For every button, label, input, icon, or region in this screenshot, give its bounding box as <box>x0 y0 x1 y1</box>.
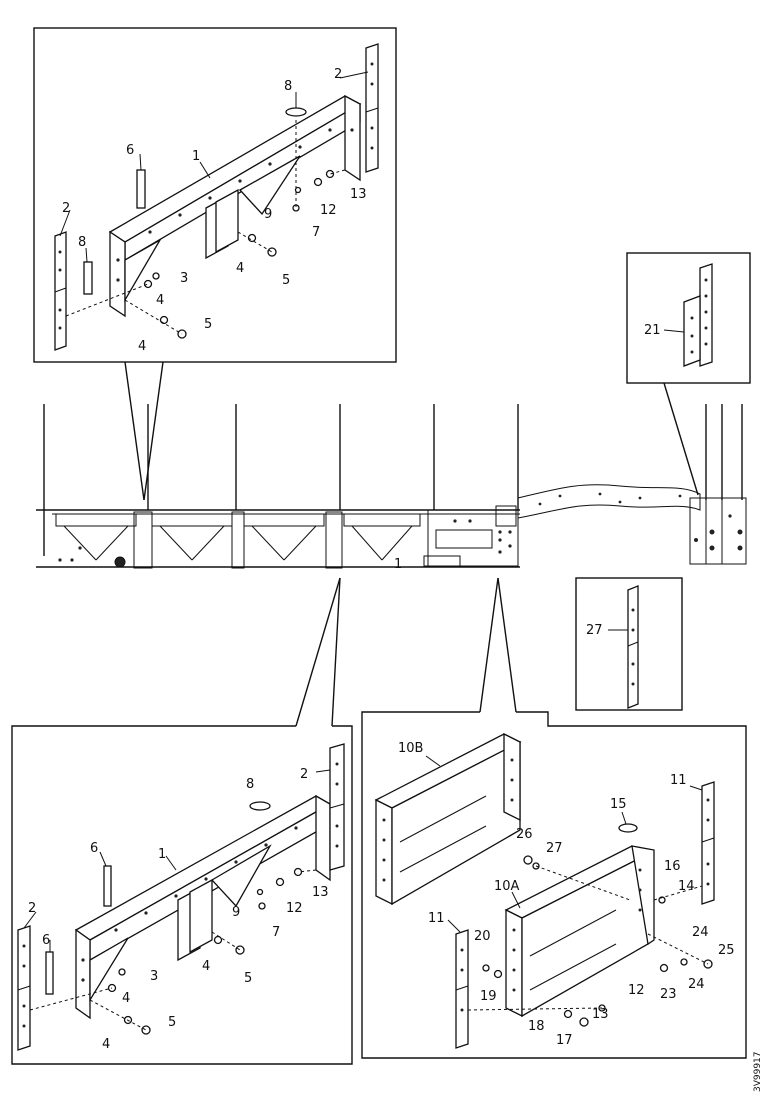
callout-5: 5 <box>244 971 252 986</box>
detail-frame-mid-right: 27 <box>575 577 683 711</box>
callout-4: 4 <box>202 959 210 974</box>
callout-21: 21 <box>644 323 661 338</box>
callout-4: 4 <box>102 1037 110 1052</box>
callout-12: 12 <box>286 901 303 916</box>
callout-17: 17 <box>556 1033 573 1048</box>
callout-12: 12 <box>628 983 645 998</box>
callout-5: 5 <box>282 273 290 288</box>
callout-6: 6 <box>126 143 134 158</box>
callout-20: 20 <box>474 929 491 944</box>
callout-4: 4 <box>138 339 146 354</box>
callout-3: 3 <box>180 271 188 286</box>
callout-8: 8 <box>246 777 254 792</box>
callout-2: 2 <box>62 201 70 216</box>
callout-8: 8 <box>284 79 292 94</box>
callout-24: 24 <box>688 977 705 992</box>
detail-frame-bottom-left: 1 2 2 3 4 4 4 5 5 6 6 7 8 9 12 13 <box>11 577 353 1065</box>
chassis-label-1: 1 <box>394 557 402 572</box>
callout-23: 23 <box>660 987 677 1002</box>
callout-27: 27 <box>546 841 563 856</box>
callout-25: 25 <box>718 943 735 958</box>
callout-12: 12 <box>320 203 337 218</box>
callout-9: 9 <box>264 207 272 222</box>
detail-frame-bottom-right: 10A 10B 11 11 12 13 14 15 16 17 18 19 20… <box>361 577 747 1059</box>
callout-9: 9 <box>232 905 240 920</box>
callout-4: 4 <box>236 261 244 276</box>
callout-19: 19 <box>480 989 497 1004</box>
callout-18: 18 <box>528 1019 545 1034</box>
callout-4: 4 <box>156 293 164 308</box>
callout-1: 1 <box>192 149 200 164</box>
callout-2: 2 <box>334 67 342 82</box>
callout-15: 15 <box>610 797 627 812</box>
callout-3: 3 <box>150 969 158 984</box>
callout-5: 5 <box>204 317 212 332</box>
drawing-code: 3V99917 <box>753 1051 763 1092</box>
callout-26: 26 <box>516 827 533 842</box>
callout-5: 5 <box>168 1015 176 1030</box>
callout-27: 27 <box>586 623 603 638</box>
callout-10b: 10B <box>398 741 423 756</box>
detail-frame-top-right: 21 <box>626 252 751 496</box>
callout-6: 6 <box>42 933 50 948</box>
callout-16: 16 <box>664 859 681 874</box>
callout-13: 13 <box>350 187 367 202</box>
callout-24: 24 <box>692 925 709 940</box>
callout-13: 13 <box>312 885 329 900</box>
callout-2: 2 <box>300 767 308 782</box>
callout-6: 6 <box>90 841 98 856</box>
callout-13: 13 <box>592 1007 609 1022</box>
callout-1: 1 <box>158 847 166 862</box>
chassis-overview: 1 <box>36 404 747 572</box>
callout-10a: 10A <box>494 879 520 894</box>
callout-11: 11 <box>670 773 687 788</box>
callout-7: 7 <box>272 925 280 940</box>
callout-7: 7 <box>312 225 320 240</box>
callout-2: 2 <box>28 901 36 916</box>
callout-4: 4 <box>122 991 130 1006</box>
callout-14: 14 <box>678 879 695 894</box>
callout-8: 8 <box>78 235 86 250</box>
callout-11: 11 <box>428 911 445 926</box>
detail-frame-top-left: 1 2 2 3 4 4 4 5 5 6 7 8 8 9 12 13 <box>33 27 397 501</box>
